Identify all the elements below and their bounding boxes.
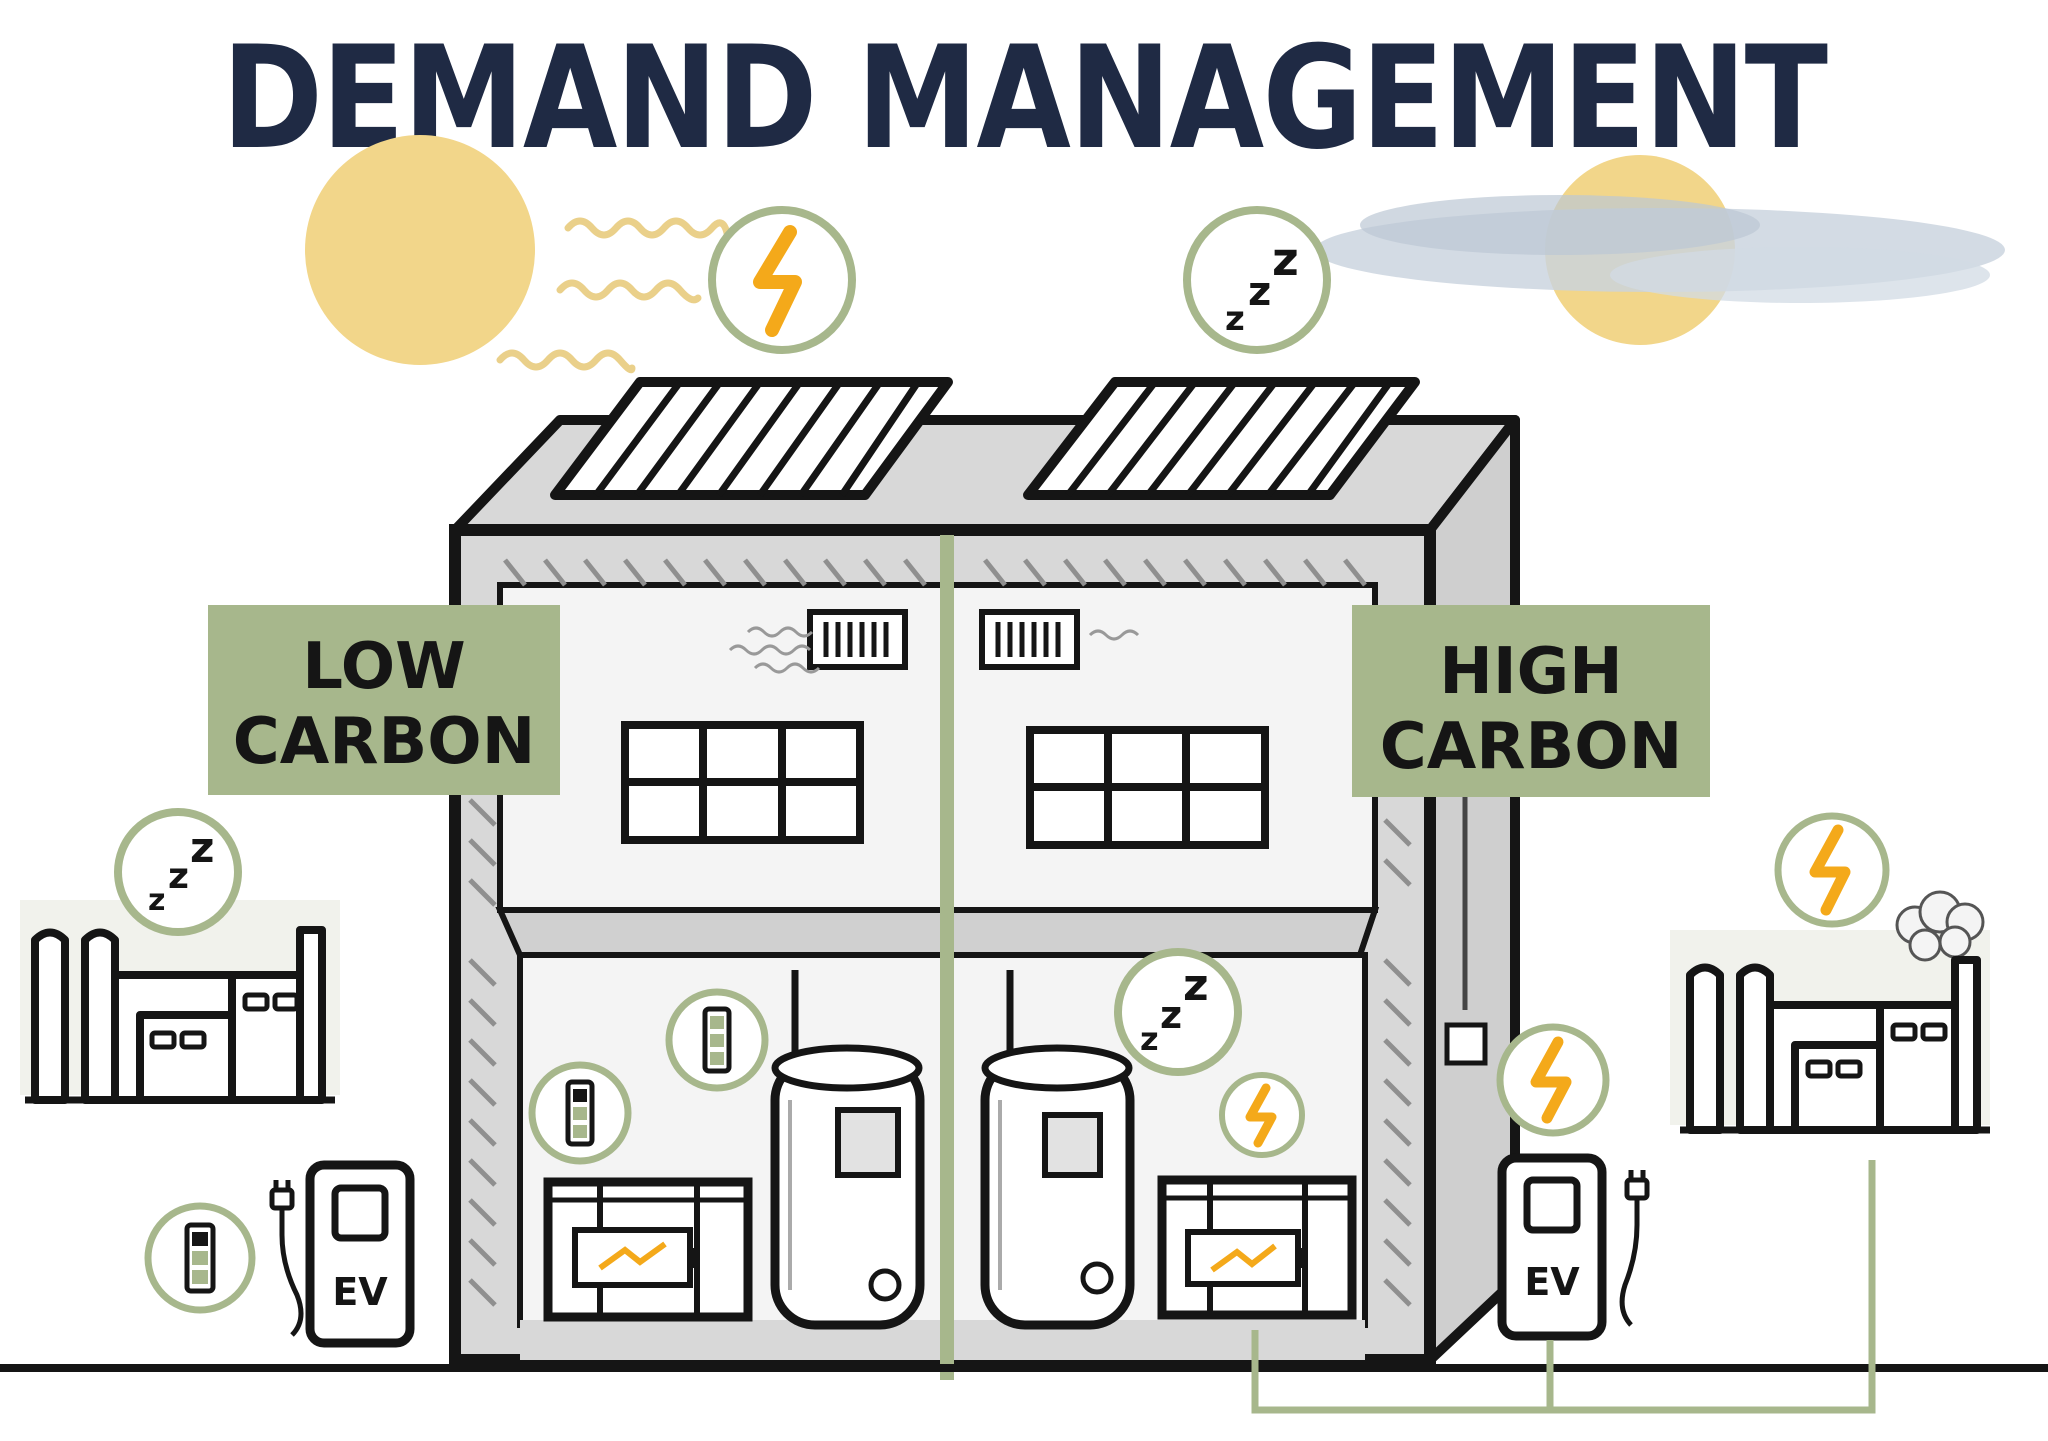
ev-label-left: EV: [332, 1270, 388, 1314]
hot-water-cylinder-right: [980, 970, 1135, 1330]
svg-text:z: z: [1272, 232, 1299, 286]
heat-waves-icon: [496, 217, 732, 374]
cloud-icon: [1315, 155, 2005, 345]
svg-text:z: z: [1160, 993, 1182, 1037]
ev-charger-left: EV: [269, 1160, 415, 1348]
lightning-bolt-icon-right-ev: [1496, 1023, 1610, 1137]
sleep-zzz-icon-right-cylinder: z z z: [1114, 948, 1242, 1076]
heat-pump-vent-left: [728, 609, 908, 674]
window-right: [1026, 726, 1269, 849]
page-title: DEMAND MANAGEMENT: [221, 16, 1828, 181]
label-low-line2: CARBON: [233, 705, 536, 779]
sun-icon-left: [305, 135, 535, 365]
svg-text:z: z: [168, 856, 189, 897]
window-left: [621, 721, 864, 844]
ev-plug-icon-right: [1619, 1170, 1650, 1327]
power-plant-right: [1670, 890, 1990, 1134]
svg-text:z: z: [148, 883, 165, 918]
svg-text:z: z: [1183, 960, 1209, 1011]
home-battery-right: [1157, 1175, 1357, 1320]
label-low-line1: LOW: [302, 630, 466, 704]
home-battery-left: [543, 1177, 753, 1322]
svg-text:z: z: [1225, 299, 1245, 339]
ev-label-right: EV: [1524, 1260, 1580, 1304]
svg-text:z: z: [190, 823, 214, 872]
solar-panel-right: [1023, 377, 1420, 500]
svg-text:z: z: [1140, 1020, 1159, 1058]
solar-panel-left: [550, 377, 953, 500]
lightning-bolt-icon-right-battery: [1219, 1072, 1305, 1158]
ev-plug-icon: [269, 1180, 304, 1337]
ev-charger-right: EV: [1497, 1153, 1650, 1341]
battery-level-icon-left-ev: [144, 1202, 256, 1314]
house: [449, 377, 1520, 1380]
lightning-bolt-icon-top: [708, 206, 856, 354]
battery-level-icon-left-battery: [528, 1061, 632, 1165]
hot-water-cylinder-left: [770, 970, 925, 1330]
sleep-zzz-icon-top: z z z: [1183, 206, 1331, 354]
battery-level-icon-left-cylinder: [665, 988, 769, 1092]
label-high-line1: HIGH: [1439, 635, 1622, 709]
heat-pump-vent-right: [979, 609, 1140, 670]
label-high-line2: CARBON: [1380, 710, 1683, 784]
sleep-zzz-icon-left-plant: z z z: [114, 808, 242, 936]
label-high-carbon: HIGH CARBON: [1352, 605, 1710, 797]
svg-text:z: z: [1248, 269, 1271, 315]
lightning-bolt-icon-right-plant: [1774, 812, 1890, 928]
grid-connection-lines: [1251, 1160, 1876, 1414]
label-low-carbon: LOW CARBON: [208, 605, 560, 795]
